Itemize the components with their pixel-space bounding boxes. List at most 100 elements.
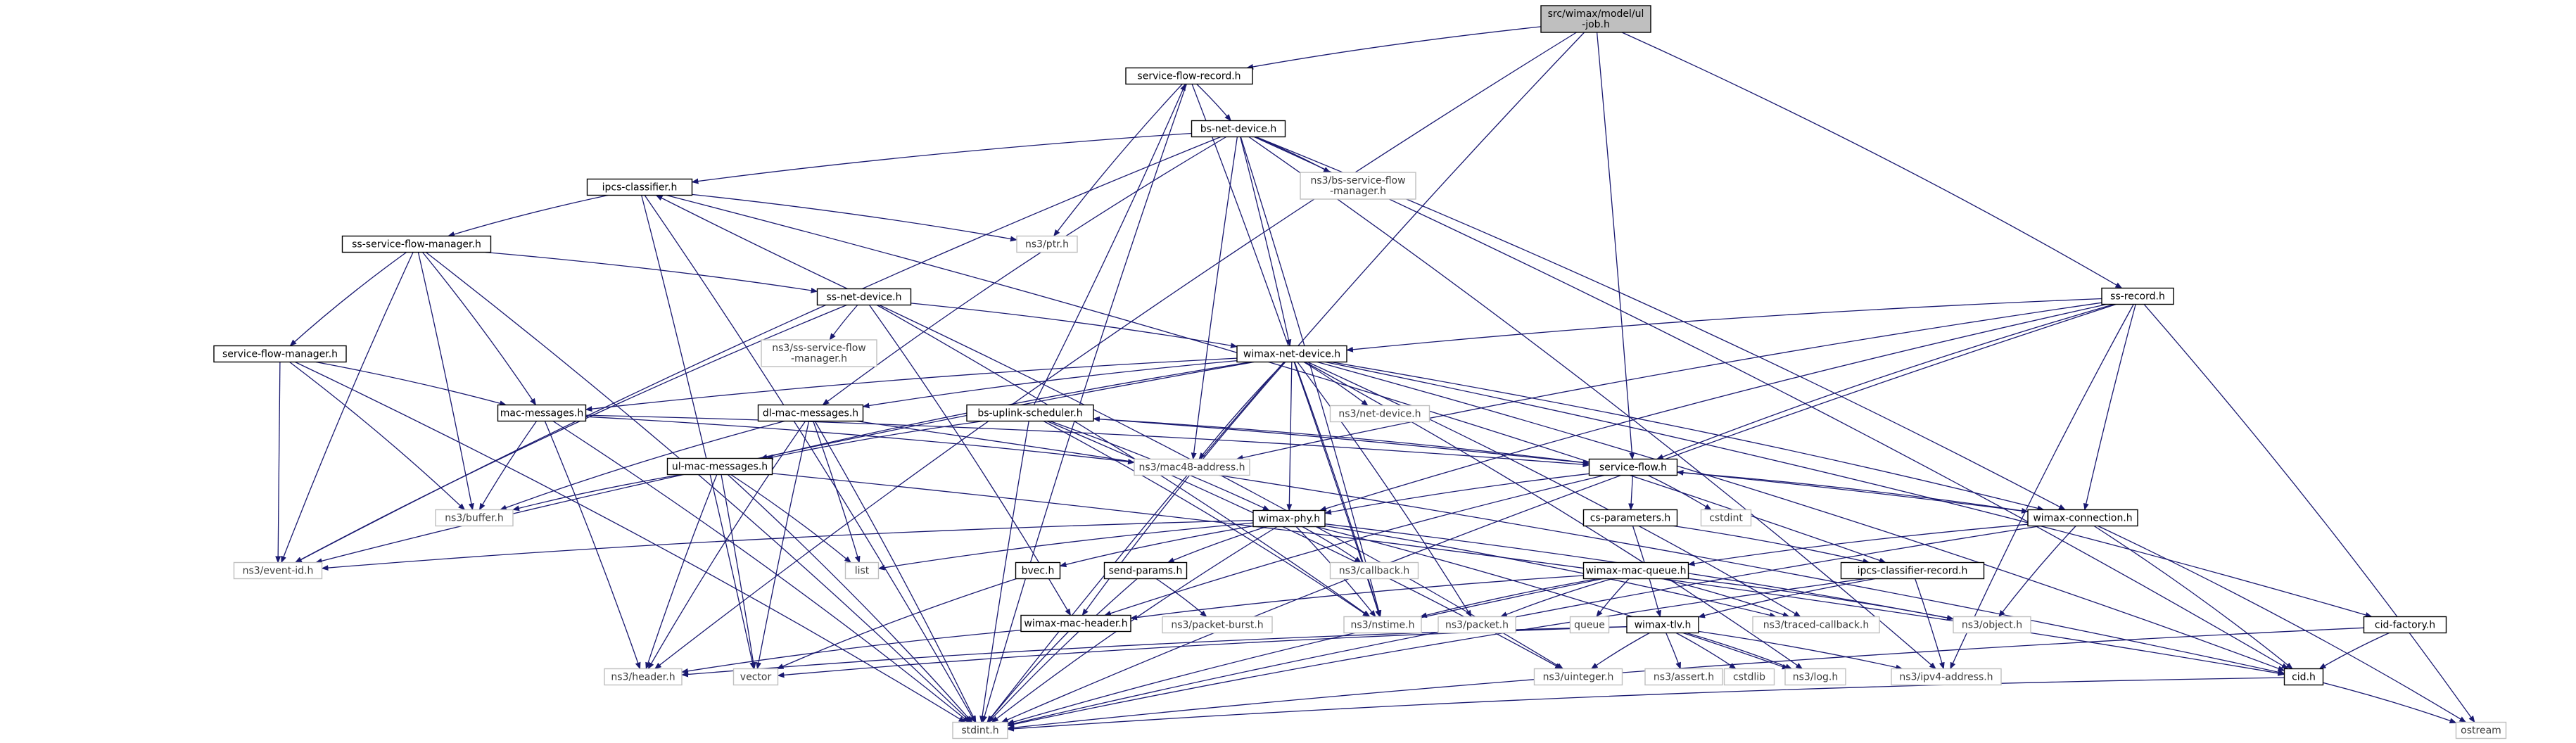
graph-node-sfr[interactable]: service-flow-record.h	[1125, 67, 1253, 85]
include-edge-bsus-to-stdint	[979, 421, 1029, 723]
graph-node-bsus[interactable]: bs-uplink-scheduler.h	[966, 404, 1094, 422]
graph-node-macmsg[interactable]: mac-messages.h	[497, 404, 587, 422]
graph-node-cid[interactable]: cid.h	[2283, 668, 2324, 686]
node-label: ul-mac-messages.h	[672, 462, 768, 473]
node-label: service-flow-manager.h	[222, 349, 338, 360]
graph-node-tcb: ns3/traced-callback.h	[1752, 616, 1880, 634]
include-edge-cid-to-ostream	[2323, 682, 2457, 724]
edge-layer	[275, 26, 2475, 732]
include-edge-sendp-to-pburst	[1155, 578, 1207, 618]
graph-node-ssnd[interactable]: ss-net-device.h	[816, 288, 912, 306]
node-label: send-params.h	[1109, 566, 1183, 577]
node-label: ns3/net-device.h	[1338, 409, 1421, 420]
node-label: ns3/bs-service-flow	[1310, 175, 1405, 186]
node-box	[1438, 616, 1516, 634]
graph-node-sfm[interactable]: service-flow-manager.h	[213, 345, 347, 363]
graph-node-ptr: ns3/ptr.h	[1016, 235, 1078, 253]
graph-node-ssrec[interactable]: ss-record.h	[2101, 287, 2174, 305]
node-box	[1329, 405, 1430, 423]
node-label: ns3/assert.h	[1654, 672, 1714, 683]
include-edge-bsus-to-ulmac	[766, 420, 984, 460]
graph-node-bssfm: ns3/bs-service-flow-manager.h	[1300, 172, 1416, 200]
include-edge-wphy-to-list	[877, 522, 1254, 571]
graph-node-bsnd[interactable]: bs-net-device.h	[1191, 120, 1286, 138]
include-edge-bsus-to-nstime	[1043, 420, 1370, 618]
include-edge-tlv-to-vector	[777, 626, 1628, 678]
graph-node-cidf[interactable]: cid-factory.h	[2363, 616, 2447, 634]
graph-node-pburst: ns3/packet-burst.h	[1162, 616, 1273, 634]
graph-node-wconn[interactable]: wimax-connection.h	[2027, 509, 2138, 527]
node-label: queue	[1574, 620, 1605, 631]
include-edge-wconn-to-sf	[1676, 469, 2029, 512]
graph-node-ipv4: ns3/ipv4-address.h	[1891, 668, 2002, 686]
graph-node-bvec[interactable]: bvec.h	[1015, 561, 1061, 580]
graph-node-nssssfm: ns3/ss-service-flow-manager.h	[761, 339, 877, 367]
graph-node-queue: queue	[1569, 616, 1610, 634]
node-label: ostream	[2461, 725, 2501, 737]
graph-node-header: ns3/header.h	[604, 668, 683, 686]
node-box	[732, 668, 779, 686]
include-edge-icr-to-tlv	[1698, 578, 1876, 618]
graph-node-list: list	[844, 561, 880, 580]
graph-node-callback: ns3/callback.h	[1329, 561, 1419, 580]
node-label: cs-parameters.h	[1590, 513, 1671, 524]
include-edge-root-to-sfr	[1246, 26, 1542, 70]
graph-node-ulmac[interactable]: ul-mac-messages.h	[666, 457, 773, 476]
node-box	[761, 339, 877, 367]
node-box	[233, 561, 323, 580]
graph-node-wmh[interactable]: wimax-mac-header.h	[1020, 614, 1131, 633]
include-edge-ulmac-to-buffer	[512, 474, 682, 512]
include-edge-dlmac-to-cid	[856, 420, 2285, 675]
include-edge-ulmac-to-stdint	[727, 474, 973, 723]
node-box	[2283, 668, 2324, 686]
graph-node-object: ns3/object.h	[1953, 616, 2031, 634]
include-edge-wnd-to-packet	[1297, 362, 1472, 618]
graph-node-wnd[interactable]: wimax-net-device.h	[1236, 345, 1347, 363]
include-edge-tlv-to-uint	[1590, 632, 1650, 670]
include-edge-bvec-to-vector	[776, 578, 1017, 670]
include-edge-bsnd-to-ipv4	[1248, 136, 1936, 670]
include-edge-sfr-to-bsnd	[1196, 84, 1231, 122]
graph-node-csparam[interactable]: cs-parameters.h	[1582, 509, 1678, 527]
include-edge-ssnd-to-ipcs	[655, 194, 848, 290]
node-label: cid-factory.h	[2375, 620, 2435, 631]
node-box	[2455, 721, 2507, 739]
graph-node-dlmac[interactable]: dl-mac-messages.h	[757, 404, 864, 422]
node-box	[213, 345, 347, 363]
node-label: ipcs-classifier.h	[602, 182, 678, 193]
graph-node-stdint: stdint.h	[952, 721, 1008, 739]
include-edge-sssfm-to-eventid	[281, 252, 414, 564]
include-edge-wconn-to-ostream	[2098, 525, 2467, 723]
node-box	[1891, 668, 2002, 686]
node-label: dl-mac-messages.h	[763, 408, 858, 419]
graph-node-buffer: ns3/buffer.h	[435, 509, 514, 527]
include-edge-ipcs-to-ptr	[692, 193, 1017, 242]
include-edge-ipcs-to-sssfm	[448, 194, 609, 237]
include-edge-tlv-to-ipv4	[1698, 630, 1903, 671]
node-box	[1626, 616, 1699, 634]
graph-node-root[interactable]: src/wimax/model/ul-job.h	[1540, 5, 1651, 33]
graph-node-sssfm[interactable]: ss-service-flow-manager.h	[341, 235, 492, 253]
graph-node-wphy[interactable]: wimax-phy.h	[1252, 509, 1326, 528]
include-edge-sfr-to-stdint	[982, 84, 1187, 723]
graph-node-ipcs[interactable]: ipcs-classifier.h	[586, 178, 693, 196]
include-edge-ssrec-to-mac48	[1236, 302, 2102, 461]
node-label: -manager.h	[1330, 186, 1386, 197]
graph-node-tlv[interactable]: wimax-tlv.h	[1626, 616, 1699, 634]
graph-node-icr[interactable]: ipcs-classifier-record.h	[1840, 561, 1985, 580]
include-edge-cidf-to-cid	[2318, 632, 2390, 670]
include-edge-wnd-to-mac48	[1198, 362, 1286, 460]
graph-node-wmq[interactable]: wimax-mac-queue.h	[1582, 561, 1689, 580]
node-label: stdint.h	[961, 725, 998, 737]
graph-node-sf[interactable]: service-flow.h	[1588, 458, 1678, 476]
node-label: vector	[740, 672, 772, 683]
include-edge-ssrec-to-stdint	[1001, 303, 2117, 723]
node-box	[1300, 172, 1416, 200]
include-edge-wnd-to-dlmac	[862, 360, 1238, 409]
graph-node-sendp[interactable]: send-params.h	[1103, 561, 1188, 580]
include-edge-bsnd-to-ipcs	[691, 132, 1192, 184]
node-box	[1329, 561, 1419, 580]
include-edge-wnd-to-cidf	[1325, 361, 2373, 618]
include-edge-wphy-to-sendp	[1167, 526, 1267, 564]
node-label: ns3/traced-callback.h	[1763, 620, 1870, 631]
